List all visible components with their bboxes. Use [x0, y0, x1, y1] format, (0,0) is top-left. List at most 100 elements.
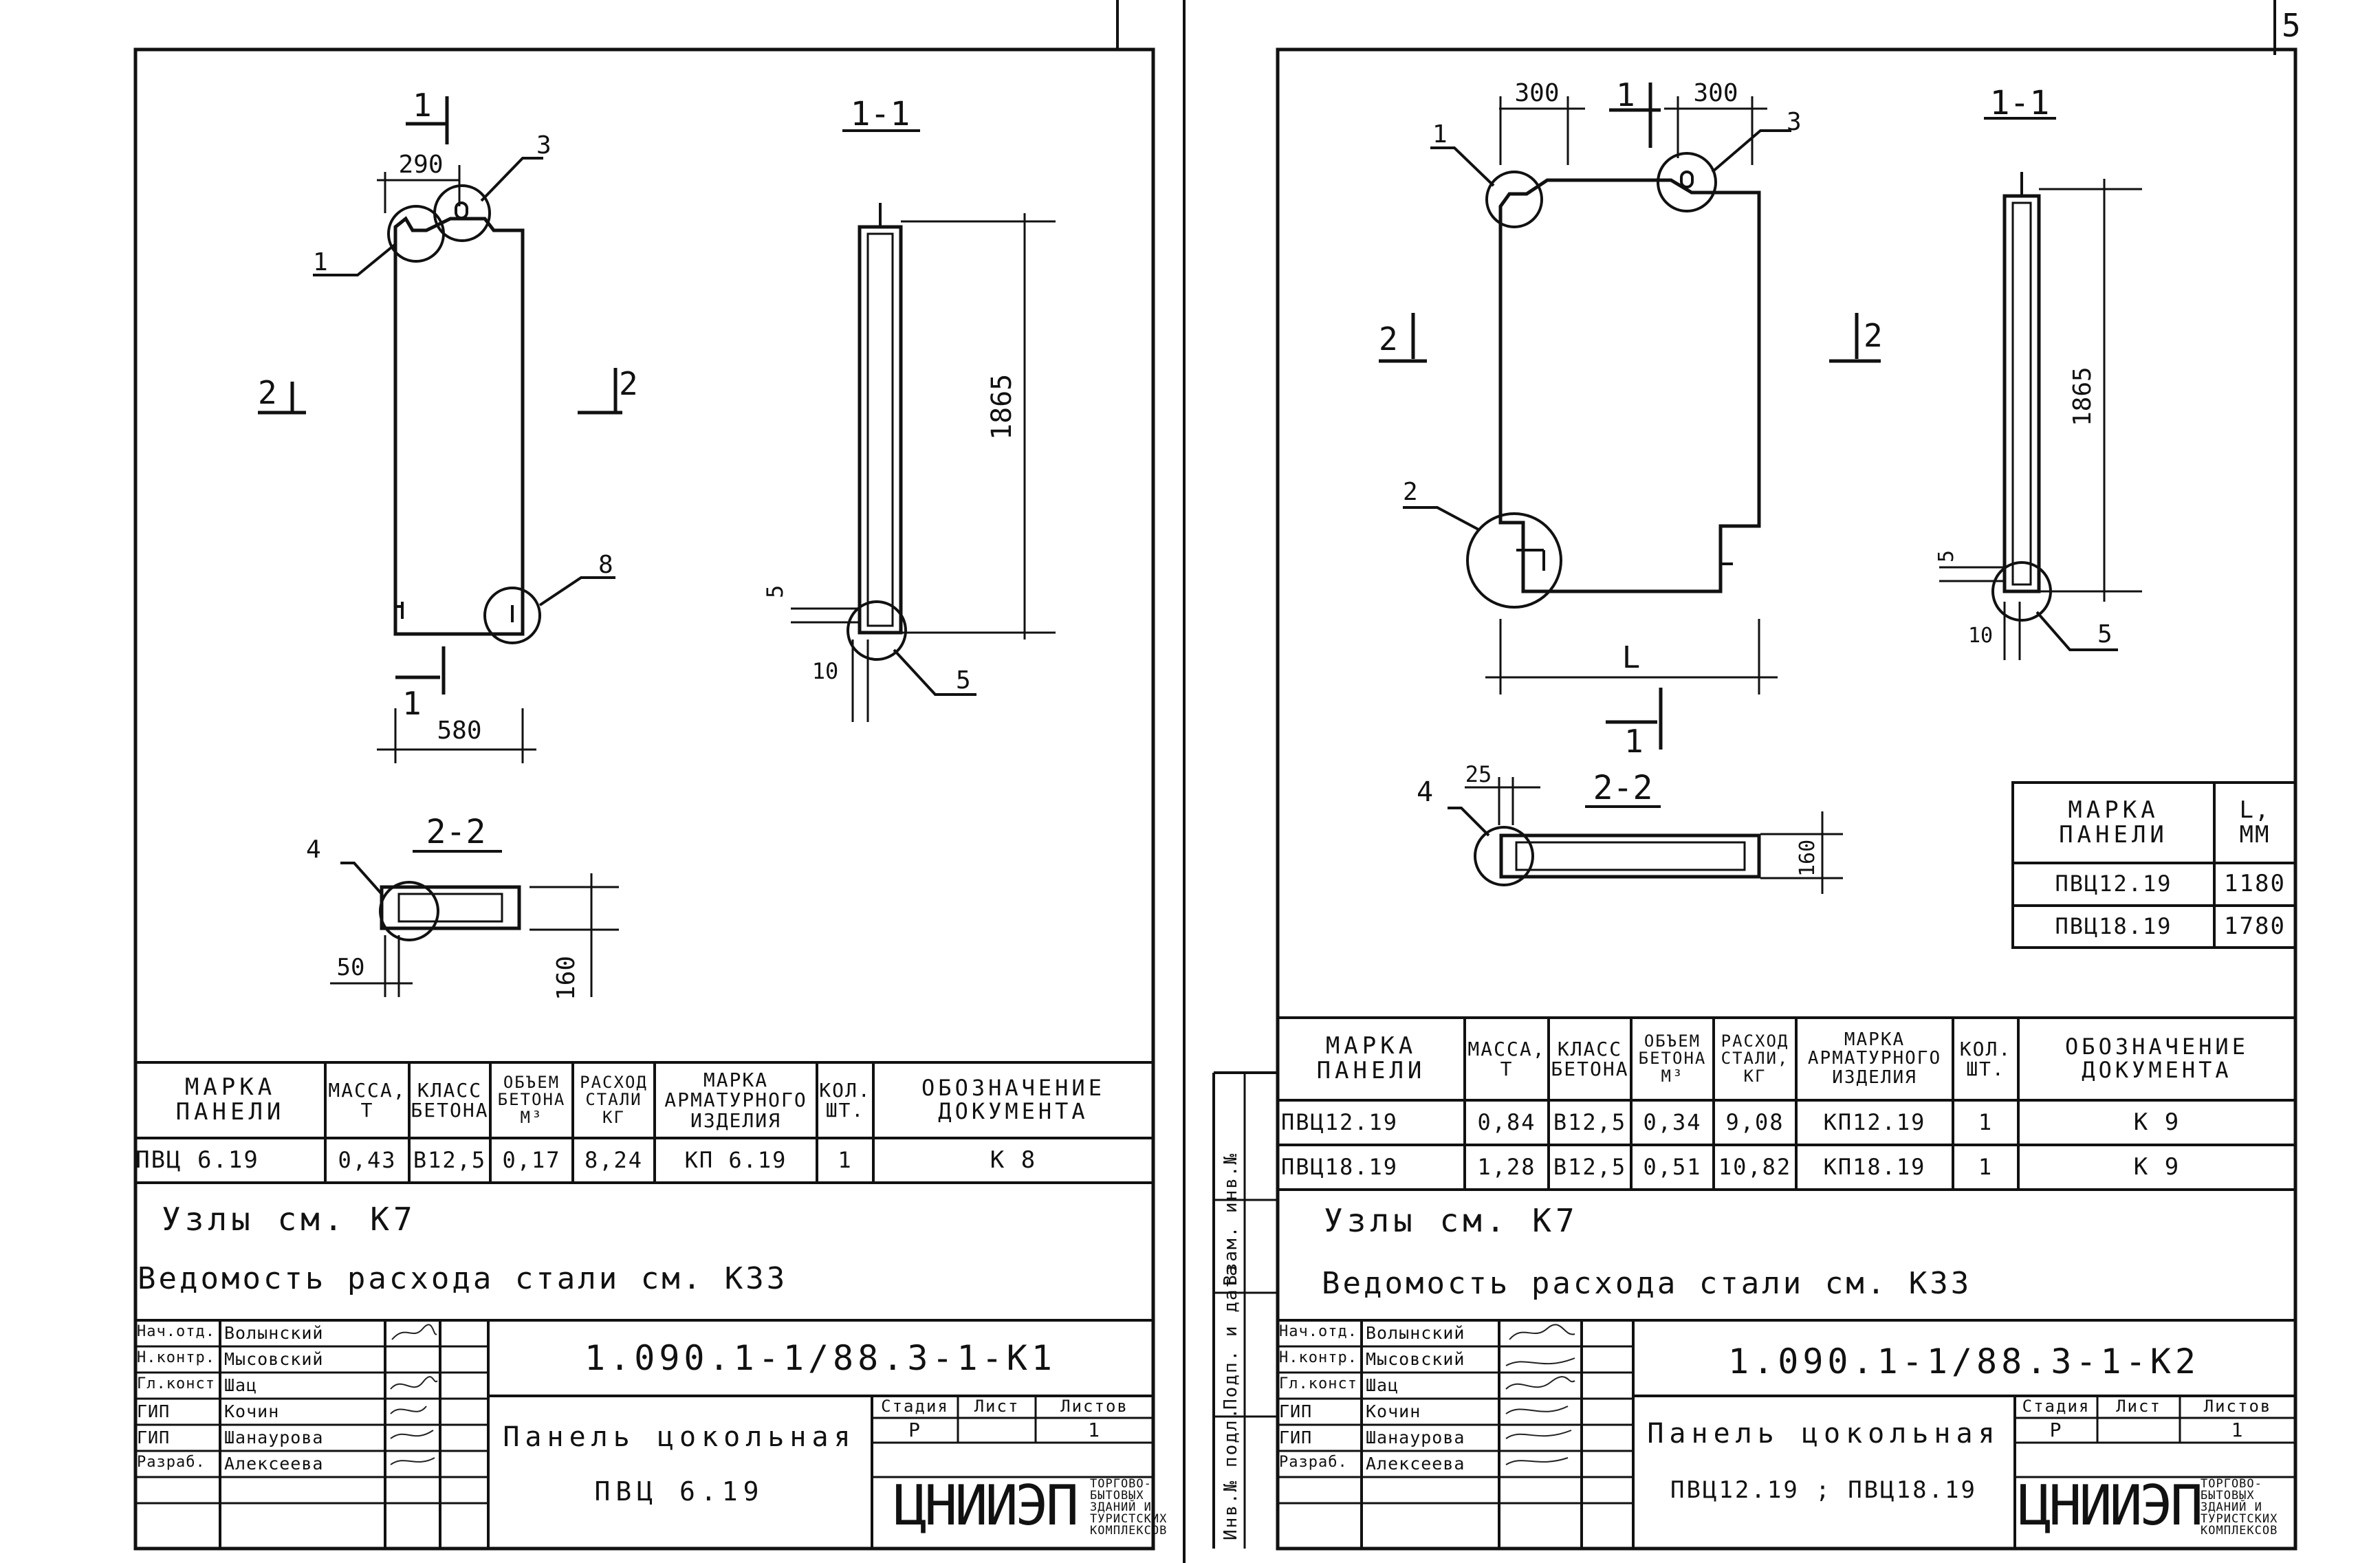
right-td-volume-0: 0,34	[1643, 1108, 1702, 1135]
right-td-mark-0: ПВЦ12.19	[1280, 1108, 1399, 1135]
right-td-steel-0: 9,08	[1725, 1108, 1784, 1135]
right-section-1-1: 1-1	[1989, 84, 2050, 122]
left-td-mark: ПВЦ 6.19	[135, 1146, 259, 1174]
right-sheets-value: 1	[2231, 1419, 2245, 1442]
left-th-class: КЛАСС БЕТОНА	[411, 1078, 489, 1122]
right-sheet-header: Лист	[2116, 1397, 2161, 1417]
left-dim-50: 50	[336, 954, 365, 981]
left-cut-2-right: 2	[619, 365, 638, 402]
right-lt-th-mark: МАРКА ПАНЕЛИ	[2059, 796, 2168, 849]
left-dim-10: 10	[811, 658, 839, 684]
left-dim-height: 1865	[986, 374, 1018, 440]
right-org-logo: ЦНИИЭП	[2018, 1474, 2203, 1538]
side-stamp-replace: Взам. инв.№	[1221, 1152, 1241, 1286]
left-td-mass: 0,43	[338, 1146, 397, 1173]
right-section-2-2: 2-2	[1593, 769, 1653, 807]
right-td-doc-0: К 9	[2133, 1108, 2181, 1136]
left-stage-value: Р	[908, 1419, 921, 1442]
right-td-qty-1: 1	[1978, 1153, 1994, 1180]
left-sheets-value: 1	[1088, 1419, 1101, 1442]
right-cut-1-top: 1	[1616, 76, 1635, 113]
right-dim-10: 10	[1967, 624, 1994, 648]
left-staff-name-2: Шац	[224, 1375, 258, 1395]
right-staff-role-5: Разраб.	[1279, 1454, 1348, 1471]
left-org-sub: ТОРГОВО- БЫТОВЫХ ЗДАНИЙ И ТУРИСТСКИХ КОМ…	[1090, 1477, 1168, 1538]
left-dim-580: 580	[437, 717, 482, 745]
left-td-volume: 0,17	[502, 1146, 561, 1173]
left-callout-3: 3	[536, 131, 552, 160]
right-td-class-0: В12,5	[1553, 1108, 1627, 1135]
left-td-doc: К 8	[990, 1146, 1037, 1174]
left-signatures	[390, 1324, 438, 1465]
left-cut-2-left: 2	[258, 374, 277, 411]
right-staff-name-2: Шац	[1366, 1375, 1399, 1395]
right-dim-300-right: 300	[1693, 79, 1738, 107]
right-sheet-value	[2097, 1418, 2180, 1443]
right-th-class: КЛАСС БЕТОНА	[1551, 1037, 1629, 1080]
right-callout-4: 4	[1417, 776, 1434, 808]
left-staff-role-2: Гл.конст.	[137, 1375, 226, 1392]
right-staff-role-2: Гл.конст.	[1279, 1375, 1368, 1392]
right-lt-length-0: 1180	[2224, 870, 2286, 898]
left-section-1-1: 1-1	[850, 95, 910, 133]
left-staff-role-5: Разраб.	[137, 1454, 206, 1471]
left-td-rebar: КП 6.19	[684, 1146, 787, 1173]
left-callout-1: 1	[313, 248, 328, 276]
left-staff-role-3: ГИП	[137, 1401, 171, 1421]
left-td-steel: 8,24	[584, 1146, 644, 1173]
left-th-qty: КОЛ. ШТ.	[819, 1078, 871, 1122]
right-lt-length-1: 1780	[2224, 912, 2286, 940]
left-staff-role-1: Н.контр.	[137, 1349, 215, 1366]
left-sheet-value	[958, 1418, 1036, 1443]
left-staff-name-5: Алексеева	[224, 1454, 324, 1474]
right-staff-role-0: Нач.отд.	[1279, 1323, 1357, 1340]
left-product-name: Панель цокольная	[503, 1421, 856, 1453]
left-staff-name-0: Волынский	[224, 1323, 324, 1343]
left-th-mark: МАРКА ПАНЕЛИ	[175, 1073, 285, 1126]
right-product-name: Панель цокольная	[1647, 1418, 2000, 1450]
right-callout-3: 3	[1787, 108, 1802, 136]
right-stage-header: Стадия	[2022, 1397, 2090, 1417]
left-product-mark: ПВЦ 6.19	[594, 1476, 765, 1507]
right-staff-role-1: Н.контр.	[1279, 1349, 1357, 1366]
left-callout-5: 5	[956, 666, 971, 695]
right-org-sub: ТОРГОВО- БЫТОВЫХ ЗДАНИЙ И ТУРИСТСКИХ КОМ…	[2201, 1477, 2278, 1538]
right-td-steel-1: 10,82	[1718, 1153, 1792, 1180]
right-th-volume: ОБЪЕМ БЕТОНА М³	[1638, 1031, 1707, 1086]
right-td-mark-1: ПВЦ18.19	[1280, 1153, 1399, 1180]
left-staff-role-4: ГИП	[137, 1428, 171, 1447]
right-td-class-1: В12,5	[1553, 1153, 1627, 1180]
right-staff-name-4: Шанаурова	[1366, 1428, 1465, 1447]
left-doc-code: 1.090.1-1/88.3-1-К1	[585, 1338, 1056, 1378]
right-cut-2-left: 2	[1379, 320, 1398, 358]
right-th-mass: МАССА, Т	[1467, 1037, 1546, 1080]
right-th-rebar: МАРКА АРМАТУРНОГО ИЗДЕЛИЯ	[1807, 1029, 1942, 1088]
right-td-rebar-1: КП18.19	[1823, 1153, 1926, 1180]
right-dim-length: L	[1622, 640, 1641, 675]
left-callout-4: 4	[306, 835, 321, 864]
right-stage-value: Р	[2049, 1419, 2063, 1442]
right-signatures	[1505, 1324, 1575, 1465]
left-th-doc: ОБОЗНАЧЕНИЕ ДОКУМЕНТА	[921, 1075, 1105, 1124]
right-note-steel: Ведомость расхода стали см. К33	[1322, 1266, 1972, 1301]
side-stamp-inv: Инв.№ подл.	[1221, 1406, 1241, 1540]
left-staff-role-0: Нач.отд.	[137, 1323, 215, 1340]
right-th-qty: КОЛ. ШТ.	[1959, 1037, 2012, 1080]
right-td-volume-1: 0,51	[1643, 1153, 1702, 1180]
left-staff-name-3: Кочин	[224, 1401, 280, 1421]
left-section-2-2: 2-2	[426, 813, 486, 851]
right-staff-name-5: Алексеева	[1366, 1454, 1465, 1474]
right-dim-300-left: 300	[1514, 79, 1560, 107]
right-staff-name-3: Кочин	[1366, 1401, 1421, 1421]
right-th-steel: РАСХОД СТАЛИ, КГ	[1721, 1031, 1789, 1086]
left-th-volume: ОБЪЕМ БЕТОНА М³	[497, 1073, 566, 1127]
right-lt-mark-1: ПВЦ18.19	[2055, 912, 2172, 939]
right-staff-name-0: Волынский	[1366, 1323, 1465, 1343]
right-dim-5: 5	[1934, 550, 1958, 562]
right-lt-th-length: L, ММ	[2239, 796, 2271, 849]
left-cut-1-top: 1	[413, 87, 432, 124]
left-th-mass: МАССА, Т	[328, 1078, 406, 1122]
right-td-doc-1: К 9	[2133, 1152, 2181, 1181]
left-org-logo: ЦНИИЭП	[894, 1474, 1079, 1538]
